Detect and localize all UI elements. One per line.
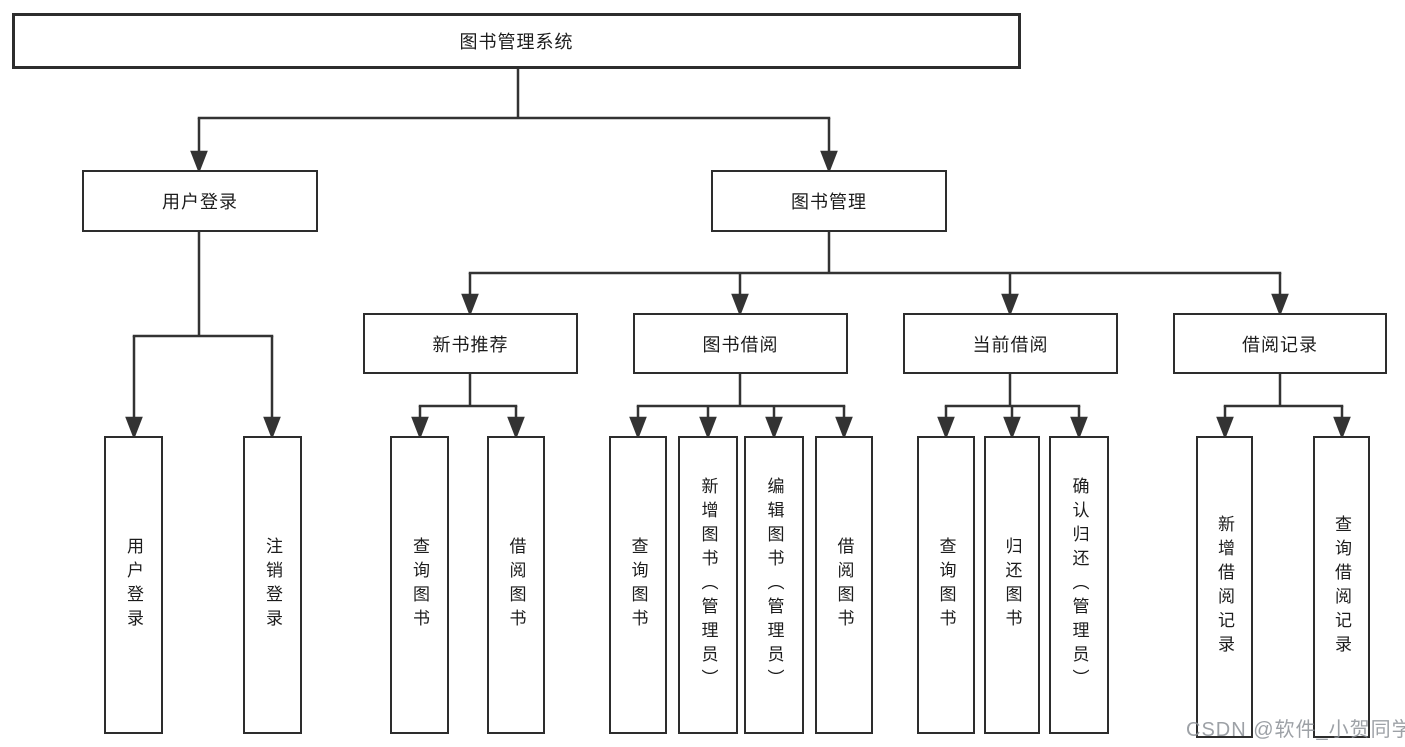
node-label: 查询图书 — [936, 537, 956, 633]
node-leaf-add-books-admin: 新增图书（管理员） — [678, 436, 738, 734]
node-label: 借阅记录 — [1242, 334, 1318, 355]
node-new-book-recommendation: 新书推荐 — [363, 313, 578, 374]
node-leaf-return-books: 归还图书 — [984, 436, 1040, 734]
node-label: 归还图书 — [1002, 537, 1022, 633]
node-leaf-user-login: 用户登录 — [104, 436, 163, 734]
node-library-management-system: 图书管理系统 — [12, 13, 1021, 69]
node-borrowing-records: 借阅记录 — [1173, 313, 1387, 374]
node-label: 图书借阅 — [702, 334, 779, 355]
node-label: 确认归还（管理员） — [1069, 477, 1089, 693]
node-label: 用户登录 — [162, 192, 238, 212]
node-label: 图书管理系统 — [459, 32, 574, 52]
node-label: 图书管理 — [791, 192, 867, 212]
node-label: 新书推荐 — [432, 334, 509, 355]
node-leaf-query-books-current: 查询图书 — [917, 436, 975, 734]
node-label: 查询图书 — [410, 537, 429, 633]
node-label: 新增图书（管理员） — [698, 477, 718, 693]
csdn-watermark: CSDN @软件_小贺同学 — [1186, 719, 1405, 741]
node-label: 借阅图书 — [834, 537, 854, 633]
node-book-borrowing: 图书借阅 — [633, 313, 848, 374]
node-book-management: 图书管理 — [711, 170, 947, 232]
node-label: 用户登录 — [124, 537, 143, 633]
node-label: 借阅图书 — [506, 537, 526, 633]
node-label: 查询图书 — [628, 537, 648, 633]
node-label: 注销登录 — [263, 537, 282, 633]
node-label: 编辑图书（管理员） — [764, 477, 784, 693]
node-label: 当前借阅 — [972, 334, 1049, 355]
node-leaf-edit-books-admin: 编辑图书（管理员） — [744, 436, 804, 734]
node-user-login: 用户登录 — [82, 170, 318, 232]
node-leaf-add-borrow-record: 新增借阅记录 — [1196, 436, 1253, 738]
node-current-borrowing: 当前借阅 — [903, 313, 1118, 374]
node-leaf-borrow-books: 借阅图书 — [815, 436, 873, 734]
node-leaf-borrow-books-recommend: 借阅图书 — [487, 436, 545, 734]
node-leaf-query-borrow-record: 查询借阅记录 — [1313, 436, 1370, 738]
node-leaf-logout: 注销登录 — [243, 436, 302, 734]
node-leaf-query-books-recommend: 查询图书 — [390, 436, 449, 734]
node-label: 查询借阅记录 — [1332, 515, 1351, 659]
node-leaf-query-books-borrow: 查询图书 — [609, 436, 667, 734]
node-leaf-confirm-return-admin: 确认归还（管理员） — [1049, 436, 1109, 734]
node-label: 新增借阅记录 — [1215, 515, 1234, 659]
